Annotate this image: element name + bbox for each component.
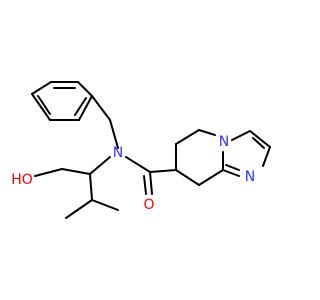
atom-hydroxyl: HO bbox=[11, 172, 33, 188]
aromatic-bond bbox=[74, 97, 87, 116]
bond bbox=[91, 95, 111, 121]
double-bond bbox=[252, 137, 265, 149]
bond bbox=[175, 169, 200, 186]
carbonyl-oxygen-label: O bbox=[143, 197, 154, 213]
bond bbox=[89, 173, 93, 201]
bond bbox=[149, 169, 177, 173]
bond bbox=[77, 81, 93, 97]
tetrahydropyridine-ring bbox=[175, 129, 224, 186]
bond bbox=[89, 156, 111, 175]
bond bbox=[125, 156, 151, 173]
bond bbox=[262, 146, 271, 167]
bond bbox=[222, 169, 240, 177]
imine-nitrogen-label: N bbox=[245, 169, 255, 185]
imidazole-ring bbox=[222, 130, 271, 177]
bond bbox=[109, 119, 119, 149]
bond bbox=[198, 169, 224, 186]
bond bbox=[231, 130, 251, 141]
bond bbox=[31, 93, 51, 121]
bond bbox=[61, 168, 91, 175]
hydroxyl-label: HO bbox=[11, 172, 33, 188]
bond bbox=[249, 130, 271, 148]
amide-nitrogen-label: N bbox=[113, 145, 123, 161]
carbonyl-bond bbox=[149, 171, 153, 195]
molecule-diagram: N O HO N N bbox=[11, 81, 271, 219]
aromatic-bond bbox=[37, 95, 51, 115]
double-bond bbox=[225, 164, 240, 171]
atom-carbonyl-o: O bbox=[143, 197, 154, 213]
bond bbox=[175, 129, 200, 145]
bond bbox=[78, 95, 93, 121]
bond bbox=[91, 199, 119, 211]
bond bbox=[34, 168, 63, 177]
bond bbox=[31, 81, 52, 95]
phenyl-ring bbox=[31, 81, 93, 121]
carbonyl-bond bbox=[143, 175, 147, 195]
bridgehead-nitrogen-label: N bbox=[219, 134, 229, 150]
atom-bridgehead-n: N bbox=[219, 134, 229, 150]
bond bbox=[65, 199, 93, 219]
bond bbox=[198, 129, 216, 136]
atom-imine-n: N bbox=[245, 169, 255, 185]
atom-amide-n: N bbox=[113, 145, 123, 161]
